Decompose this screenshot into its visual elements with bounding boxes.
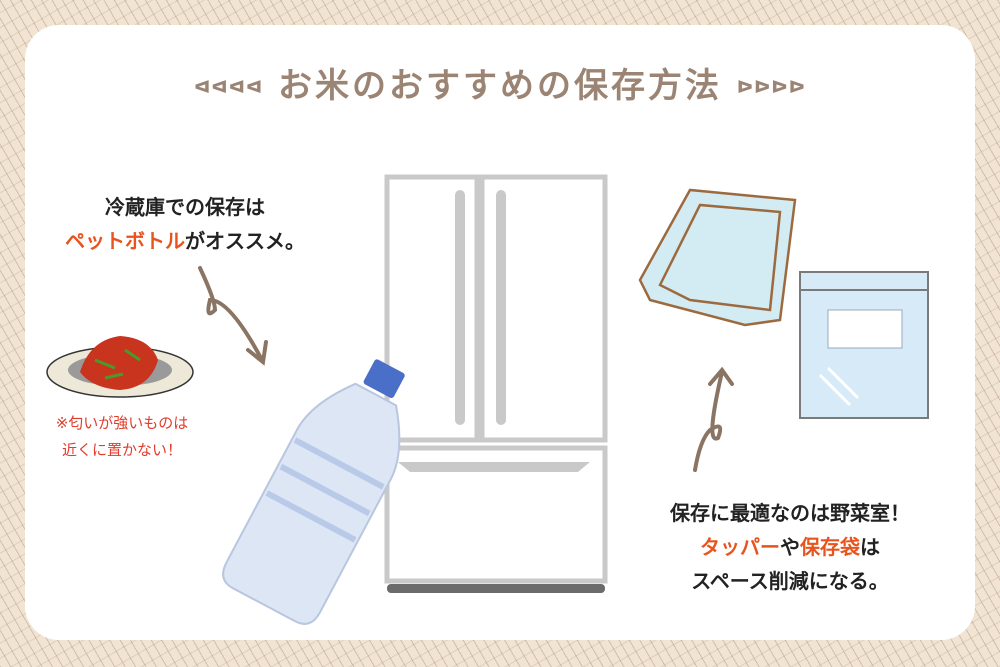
right-caption-line1: 保存に最適なのは野菜室！ xyxy=(670,501,910,525)
left-caption-line1: 冷蔵庫での保存は xyxy=(105,195,265,219)
right-caption-line3: スペース削減になる。 xyxy=(691,569,889,593)
arrow-to-containers xyxy=(693,366,734,472)
arrow-to-bottle xyxy=(198,266,268,366)
right-caption: 保存に最適なのは野菜室！ タッパーや保存袋は スペース削減になる。 xyxy=(630,496,950,598)
smell-warning-note: ※匂いが強いものは 近くに置かない！ xyxy=(32,410,212,464)
storage-bag-highlight: 保存袋 xyxy=(800,535,860,559)
pet-bottle-highlight: ペットボトル xyxy=(65,229,185,253)
zip-bag-illustration xyxy=(799,271,929,419)
tupperware-highlight: タッパー xyxy=(700,535,780,559)
page-title: ᐊᐊᐊᐊ お米のおすすめの保存方法 ᐅᐅᐅᐅ xyxy=(0,58,1000,107)
kimchi-plate-illustration xyxy=(46,336,194,398)
refrigerator-illustration xyxy=(384,174,608,593)
food-container-illustration xyxy=(638,188,797,327)
note-line1: ※匂いが強いものは xyxy=(55,414,189,432)
title-text: お米のおすすめの保存方法 xyxy=(278,66,722,106)
left-caption-line2: がオススメ。 xyxy=(185,229,305,253)
left-triangle-decoration: ᐊᐊᐊᐊ xyxy=(194,77,264,98)
right-caption-rest: は xyxy=(860,535,880,559)
right-triangle-decoration: ᐅᐅᐅᐅ xyxy=(736,77,806,98)
right-caption-joiner: や xyxy=(780,535,800,559)
left-caption: 冷蔵庫での保存は ペットボトルがオススメ。 xyxy=(60,190,310,258)
water-bottle-illustration xyxy=(222,359,405,625)
note-line2: 近くに置かない！ xyxy=(61,441,182,459)
